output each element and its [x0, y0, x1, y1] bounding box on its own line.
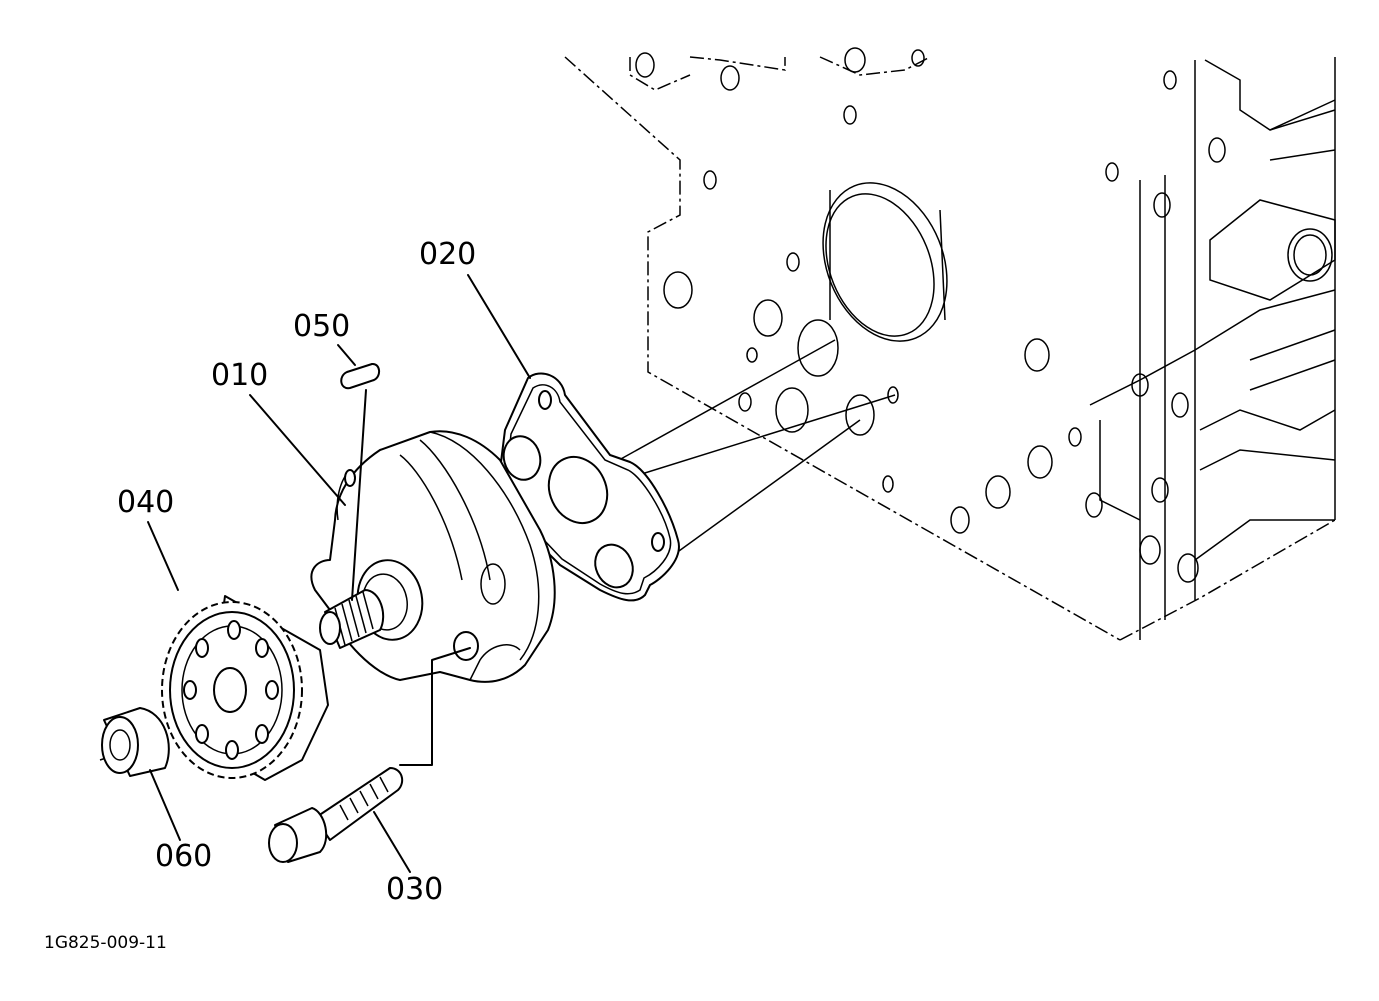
callout-020: 020 [419, 237, 476, 272]
callout-030: 030 [386, 872, 443, 907]
callout-010: 010 [211, 358, 268, 393]
callout-060: 060 [155, 839, 212, 874]
leader-lines [147, 274, 531, 873]
leader-030 [373, 811, 411, 873]
leader-010 [249, 394, 346, 506]
callout-labels: 020 050 010 040 060 030 [117, 237, 476, 907]
callout-040: 040 [117, 485, 174, 520]
leader-040 [147, 521, 179, 591]
engine-block [564, 47, 1336, 641]
leader-050-shaft [351, 389, 367, 601]
diagram-code: 1G825-009-11 [44, 933, 167, 953]
nut-part-060 [101, 707, 170, 777]
key-part-050 [340, 363, 380, 390]
leader-030-hole [399, 647, 471, 766]
leader-060 [149, 769, 181, 841]
callout-050: 050 [293, 309, 350, 344]
bolt-part-030 [268, 767, 404, 863]
gear-part-040 [161, 595, 329, 781]
leader-020 [467, 274, 531, 379]
oil-pump-part-010 [310, 430, 556, 683]
leader-050 [337, 344, 356, 366]
